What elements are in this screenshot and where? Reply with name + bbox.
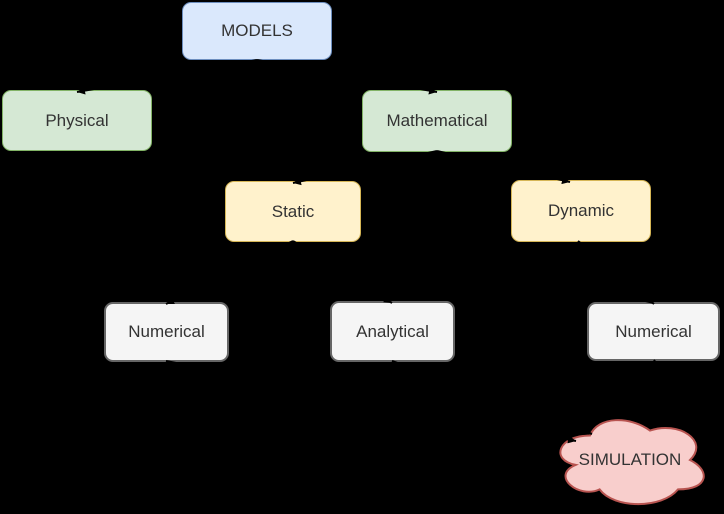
- edge-numerical-left-simulation: [165, 360, 577, 444]
- cloud-icon: [559, 419, 705, 506]
- node-label: Analytical: [356, 321, 429, 341]
- node-simulation: SIMULATION: [546, 406, 714, 514]
- cloud-shape: [559, 419, 705, 506]
- node-models: MODELS: [182, 2, 332, 60]
- node-static: Static: [225, 181, 361, 242]
- edge-models-physical: [76, 59, 258, 95]
- node-mathematical: Mathematical: [362, 90, 512, 152]
- node-dynamic: Dynamic: [511, 180, 651, 242]
- node-label: Dynamic: [547, 201, 615, 220]
- node-physical: Physical: [2, 90, 152, 151]
- edge-static-analytical: [292, 240, 393, 304]
- node-numerical-right: Numerical: [587, 302, 720, 361]
- edge-models-mathematical: [256, 59, 438, 95]
- node-numerical-left: Numerical: [104, 302, 229, 362]
- edge-mathematical-static: [292, 150, 438, 186]
- node-analytical: Analytical: [330, 301, 455, 362]
- node-label: Numerical: [615, 321, 692, 341]
- edge-static-numerical-left: [165, 240, 294, 305]
- node-label: Numerical: [128, 322, 205, 341]
- node-label: SIMULATION: [578, 450, 682, 469]
- node-label: MODELS: [221, 21, 293, 40]
- node-label: Static: [271, 201, 315, 221]
- edge-mathematical-dynamic: [436, 150, 571, 185]
- node-label: Mathematical: [386, 111, 488, 130]
- edge-dynamic-numerical-right: [577, 240, 655, 305]
- node-label: Physical: [45, 110, 109, 130]
